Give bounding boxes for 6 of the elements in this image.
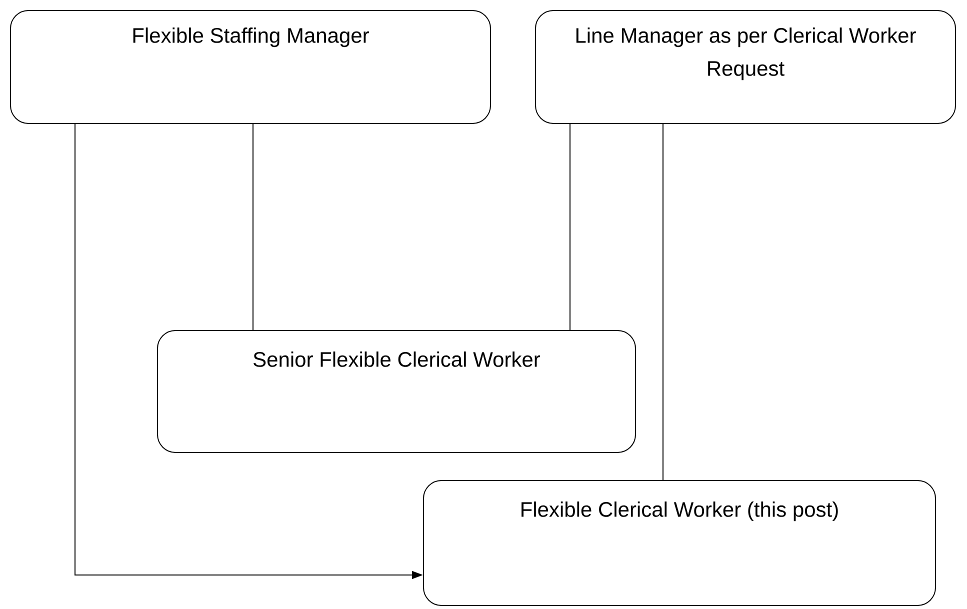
connector-line (662, 124, 664, 480)
role-box: Senior Flexible Clerical Worker (157, 330, 636, 453)
connector-line (252, 124, 254, 330)
role-box: Flexible Clerical Worker (this post) (423, 480, 936, 606)
role-box: Line Manager as per Clerical Worker Request (535, 10, 956, 124)
role-box: Flexible Staffing Manager (10, 10, 491, 124)
